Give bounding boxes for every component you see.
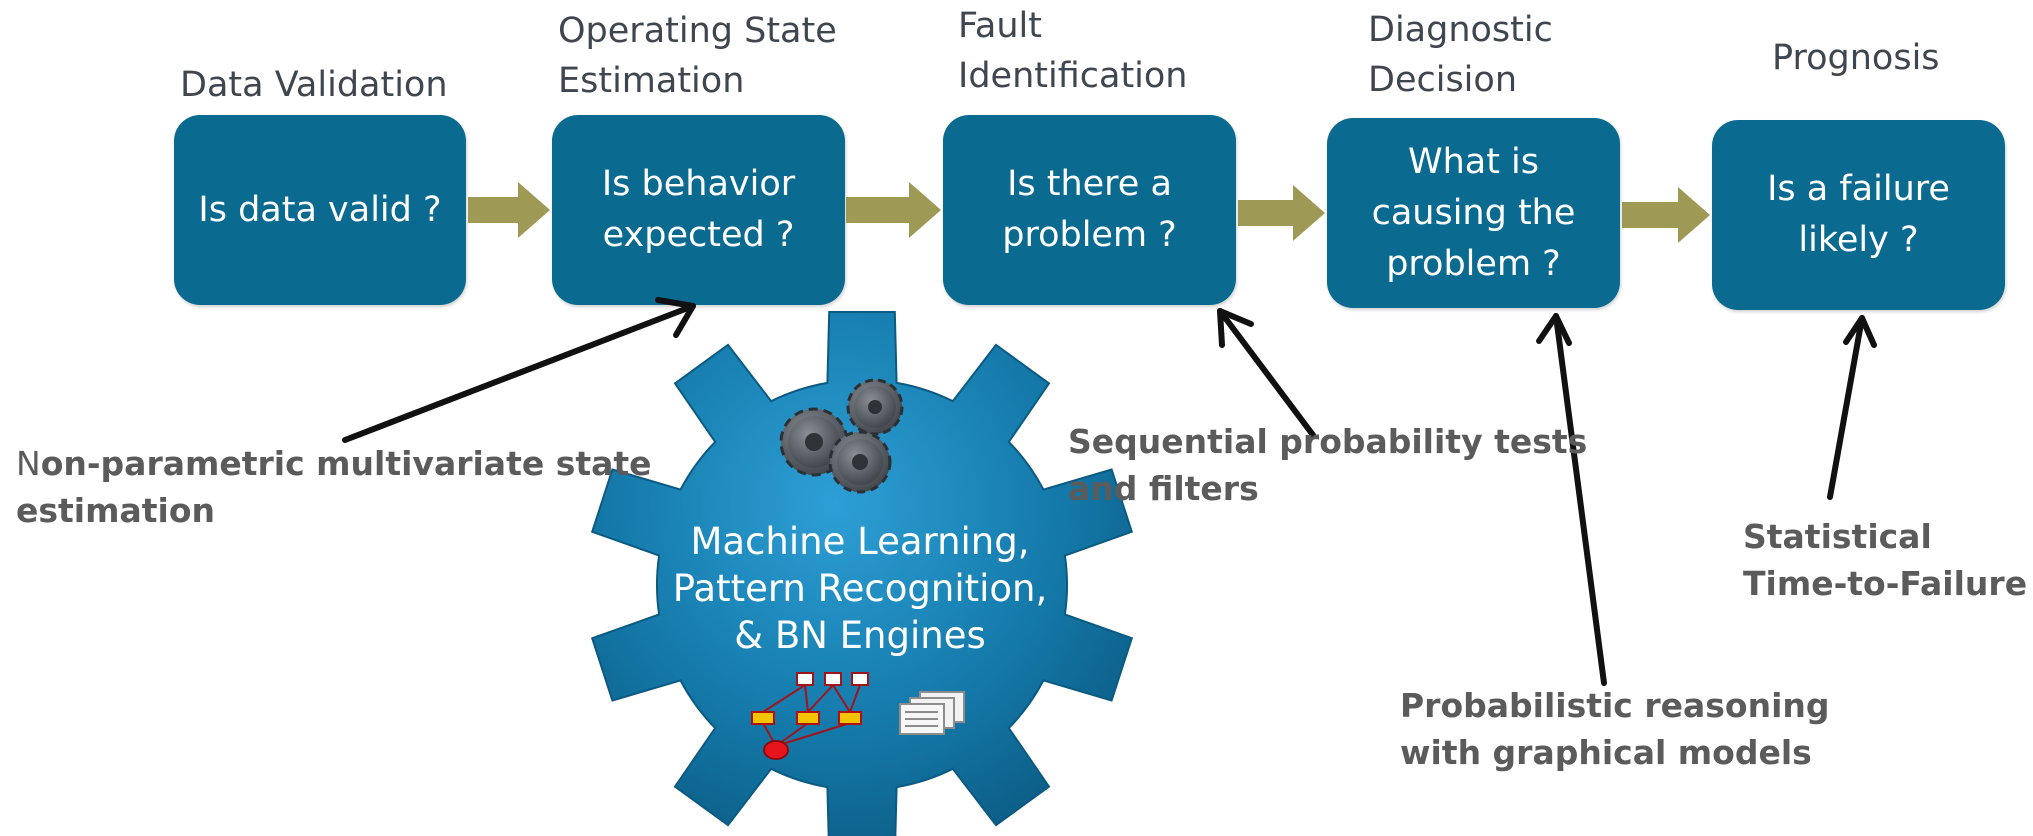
stage-title-line: Decision xyxy=(1368,60,1518,100)
stage-title-prognosis: Prognosis xyxy=(1772,33,1940,83)
stage-title-line: Prognosis xyxy=(1772,38,1940,78)
pointer-arrow-fault-identification xyxy=(1217,308,1316,438)
step-question: Is a failure likely ? xyxy=(1767,169,1950,260)
step-box-fault-identification: Is there a problem ? xyxy=(943,115,1236,305)
engine-label-line: Machine Learning, xyxy=(690,520,1030,563)
stage-title-diagnostic-decision: Diagnostic Decision xyxy=(1368,5,1553,105)
gear-icon xyxy=(590,311,1134,836)
method-label-line: and filters xyxy=(1068,469,1259,508)
step-box-data-validation: Is data valid ? xyxy=(174,115,466,305)
method-label-statistical: Statistical Time-to-Failure xyxy=(1743,513,2027,607)
stage-title-operating-state: Operating State Estimation xyxy=(558,6,837,106)
bayesian-network-icon xyxy=(751,672,869,760)
pointer-arrow-prognosis xyxy=(1827,315,1877,500)
stage-title-line: Data Validation xyxy=(180,65,448,105)
flow-arrow-1 xyxy=(468,182,550,238)
method-label-probabilistic: Probabilistic reasoning with graphical m… xyxy=(1400,682,1830,776)
flow-arrow-2 xyxy=(846,182,941,238)
stage-title-line: Identification xyxy=(958,56,1188,96)
method-label-line: estimation xyxy=(16,491,216,530)
stage-title-line: Estimation xyxy=(558,61,745,101)
engine-label: Machine Learning, Pattern Recognition, &… xyxy=(640,518,1080,659)
cogs-icon xyxy=(779,378,904,494)
method-label-initial: N xyxy=(16,444,41,483)
stage-title-line: Operating State xyxy=(558,11,837,51)
method-label-sequential: Sequential probability tests and filters xyxy=(1068,418,1587,512)
documents-icon xyxy=(899,691,965,735)
method-label-line: with graphical models xyxy=(1400,733,1812,772)
stage-title-line: Fault xyxy=(958,6,1042,46)
flow-arrow-4 xyxy=(1622,187,1710,243)
pointer-arrow-operating-state xyxy=(342,297,696,443)
step-question: What is causing the problem ? xyxy=(1371,141,1576,284)
pointer-arrow-diagnostic-decision xyxy=(1536,313,1607,686)
method-label-nonparametric: Non-parametric multivariate state estima… xyxy=(16,440,652,534)
method-label-line: Statistical xyxy=(1743,517,1932,556)
step-box-diagnostic-decision: What is causing the problem ? xyxy=(1327,118,1620,308)
stage-title-line: Diagnostic xyxy=(1368,10,1553,50)
method-label-line: Probabilistic reasoning xyxy=(1400,686,1830,725)
engine-label-line: & BN Engines xyxy=(734,614,986,657)
engine-label-line: Pattern Recognition, xyxy=(672,567,1048,610)
method-label-line: on-parametric multivariate state xyxy=(40,444,652,483)
stage-title-data-validation: Data Validation xyxy=(180,60,448,110)
step-box-prognosis: Is a failure likely ? xyxy=(1712,120,2005,310)
method-label-line: Sequential probability tests xyxy=(1068,422,1588,461)
step-box-operating-state: Is behavior expected ? xyxy=(552,115,845,305)
flow-arrow-3 xyxy=(1238,185,1325,241)
step-question: Is there a problem ? xyxy=(1002,164,1177,255)
step-question: Is behavior expected ? xyxy=(601,164,796,255)
method-label-line: Time-to-Failure xyxy=(1743,564,2028,603)
stage-title-fault-identification: Fault Identification xyxy=(958,1,1187,101)
step-question: Is data valid ? xyxy=(198,189,442,230)
